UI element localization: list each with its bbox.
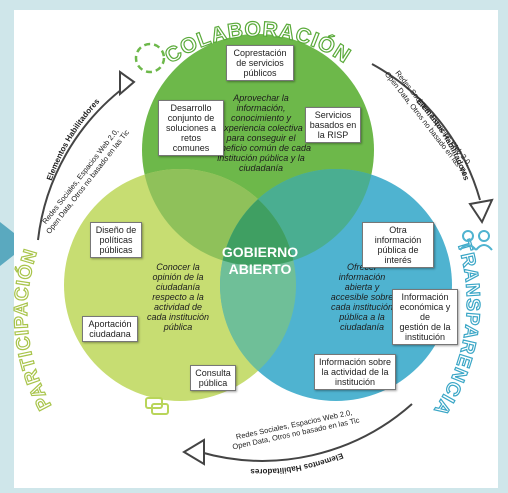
arrowhead-top-left-icon [119,70,136,97]
title-participation: PARTICIPACIÓN [11,246,56,413]
chat-icon [145,397,169,415]
arrowhead-top-right-icon [468,198,494,225]
people-icon [459,230,493,251]
arrow-bottom [199,403,413,462]
dashed-circle-icon [134,42,166,74]
label-bottom: Elementos Habilitadores [250,451,345,476]
arrow-top-left [37,85,127,241]
center-overlap [220,169,296,266]
arrowhead-bottom-icon [182,438,205,466]
arrow-top-right [371,63,481,201]
